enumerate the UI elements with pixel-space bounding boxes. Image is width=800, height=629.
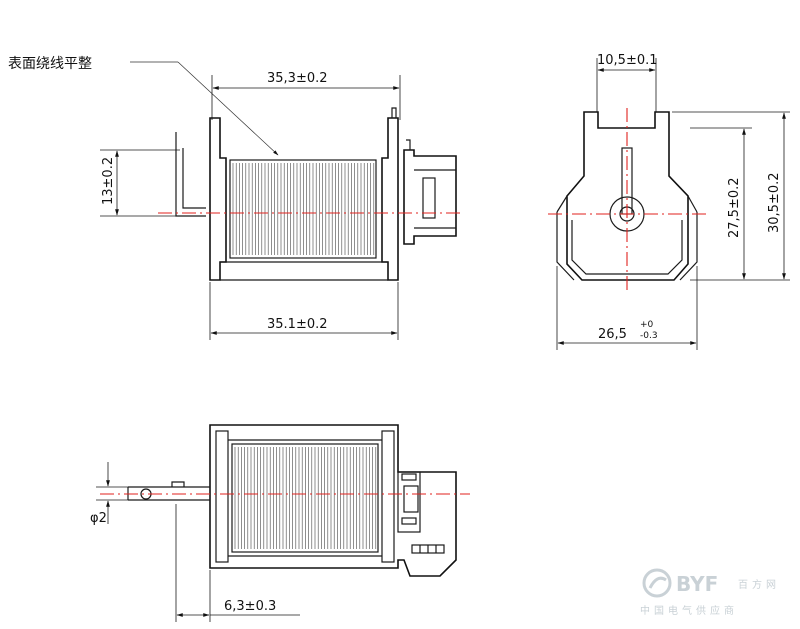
dim-side-height-inner: 27,5±0.2 [727, 177, 742, 238]
watermark-logo-icon [642, 568, 672, 598]
top-view: φ2 6,3±0.3 [90, 424, 470, 622]
coil-winding-front [232, 163, 375, 255]
dim-side-width-tol-upper: +0 [640, 320, 654, 330]
dim-side-width-tol-lower: -0.3 [640, 331, 658, 341]
dim-top-length: 35,3±0.2 [267, 71, 328, 86]
watermark-logo-cn: 百方网 [738, 578, 780, 591]
dim-plunger-offset: 6,3±0.3 [224, 599, 276, 614]
watermark: BYF 百方网 中国电气供应商 [640, 568, 780, 617]
side-view: 10,5±0.1 27,5±0.2 30,5±0.2 26,5 +0 -0.3 [548, 53, 790, 350]
dim-side-height-outer: 30,5±0.2 [767, 172, 782, 233]
watermark-tagline: 中国电气供应商 [640, 604, 738, 617]
dim-plunger-diameter: φ2 [90, 511, 107, 526]
dim-side-top-width: 10,5±0.1 [597, 53, 658, 68]
dim-bottom-length: 35.1±0.2 [267, 317, 328, 332]
watermark-logo: BYF [676, 572, 718, 596]
winding-note: 表面绕线平整 [8, 56, 92, 72]
coil-winding-top [234, 447, 377, 549]
dim-lead-height: 13±0.2 [101, 157, 116, 205]
dim-side-width-main: 26,5 [598, 327, 627, 342]
front-view: 表面绕线平整 35,3±0.2 13±0.2 [8, 56, 462, 340]
